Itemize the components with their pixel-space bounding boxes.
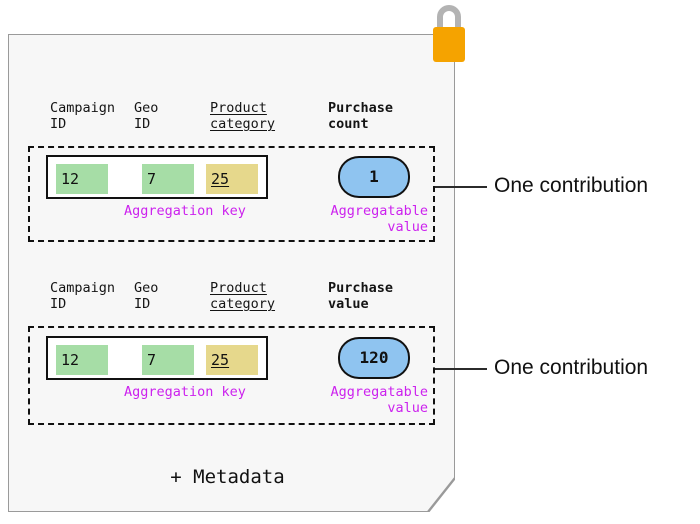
key-cell-product-category: 25 (206, 164, 258, 194)
contribution-2-aggregation-key-caption: Aggregation key (124, 384, 246, 400)
contribution-1-callout-line (435, 186, 487, 188)
encrypted-report-card (8, 34, 455, 512)
contribution-2-box (28, 326, 435, 425)
lock-icon (433, 5, 465, 62)
metadata-label: + Metadata (170, 466, 285, 488)
contribution-2-aggregatable-value: 120 (338, 337, 410, 379)
key-cell-product-category: 25 (206, 345, 258, 375)
key-cell-campaign-id: 12 (56, 345, 108, 375)
key-cell-campaign-id: 12 (56, 164, 108, 194)
contribution-1-aggregation-key-box: 12 7 25 (46, 155, 268, 199)
contribution-1-aggregatable-value: 1 (338, 156, 410, 198)
contribution-1-aggregation-key-caption: Aggregation key (124, 203, 246, 219)
key-cell-geo-id: 7 (142, 164, 194, 194)
contribution-1-callout-label: One contribution (494, 174, 649, 197)
contribution-2-aggregation-key-box: 12 7 25 (46, 336, 268, 380)
key-cell-geo-id: 7 (142, 345, 194, 375)
contribution-2-callout-line (435, 368, 487, 370)
contribution-2-callout-label: One contribution (494, 356, 649, 379)
contribution-1-box (28, 146, 435, 242)
